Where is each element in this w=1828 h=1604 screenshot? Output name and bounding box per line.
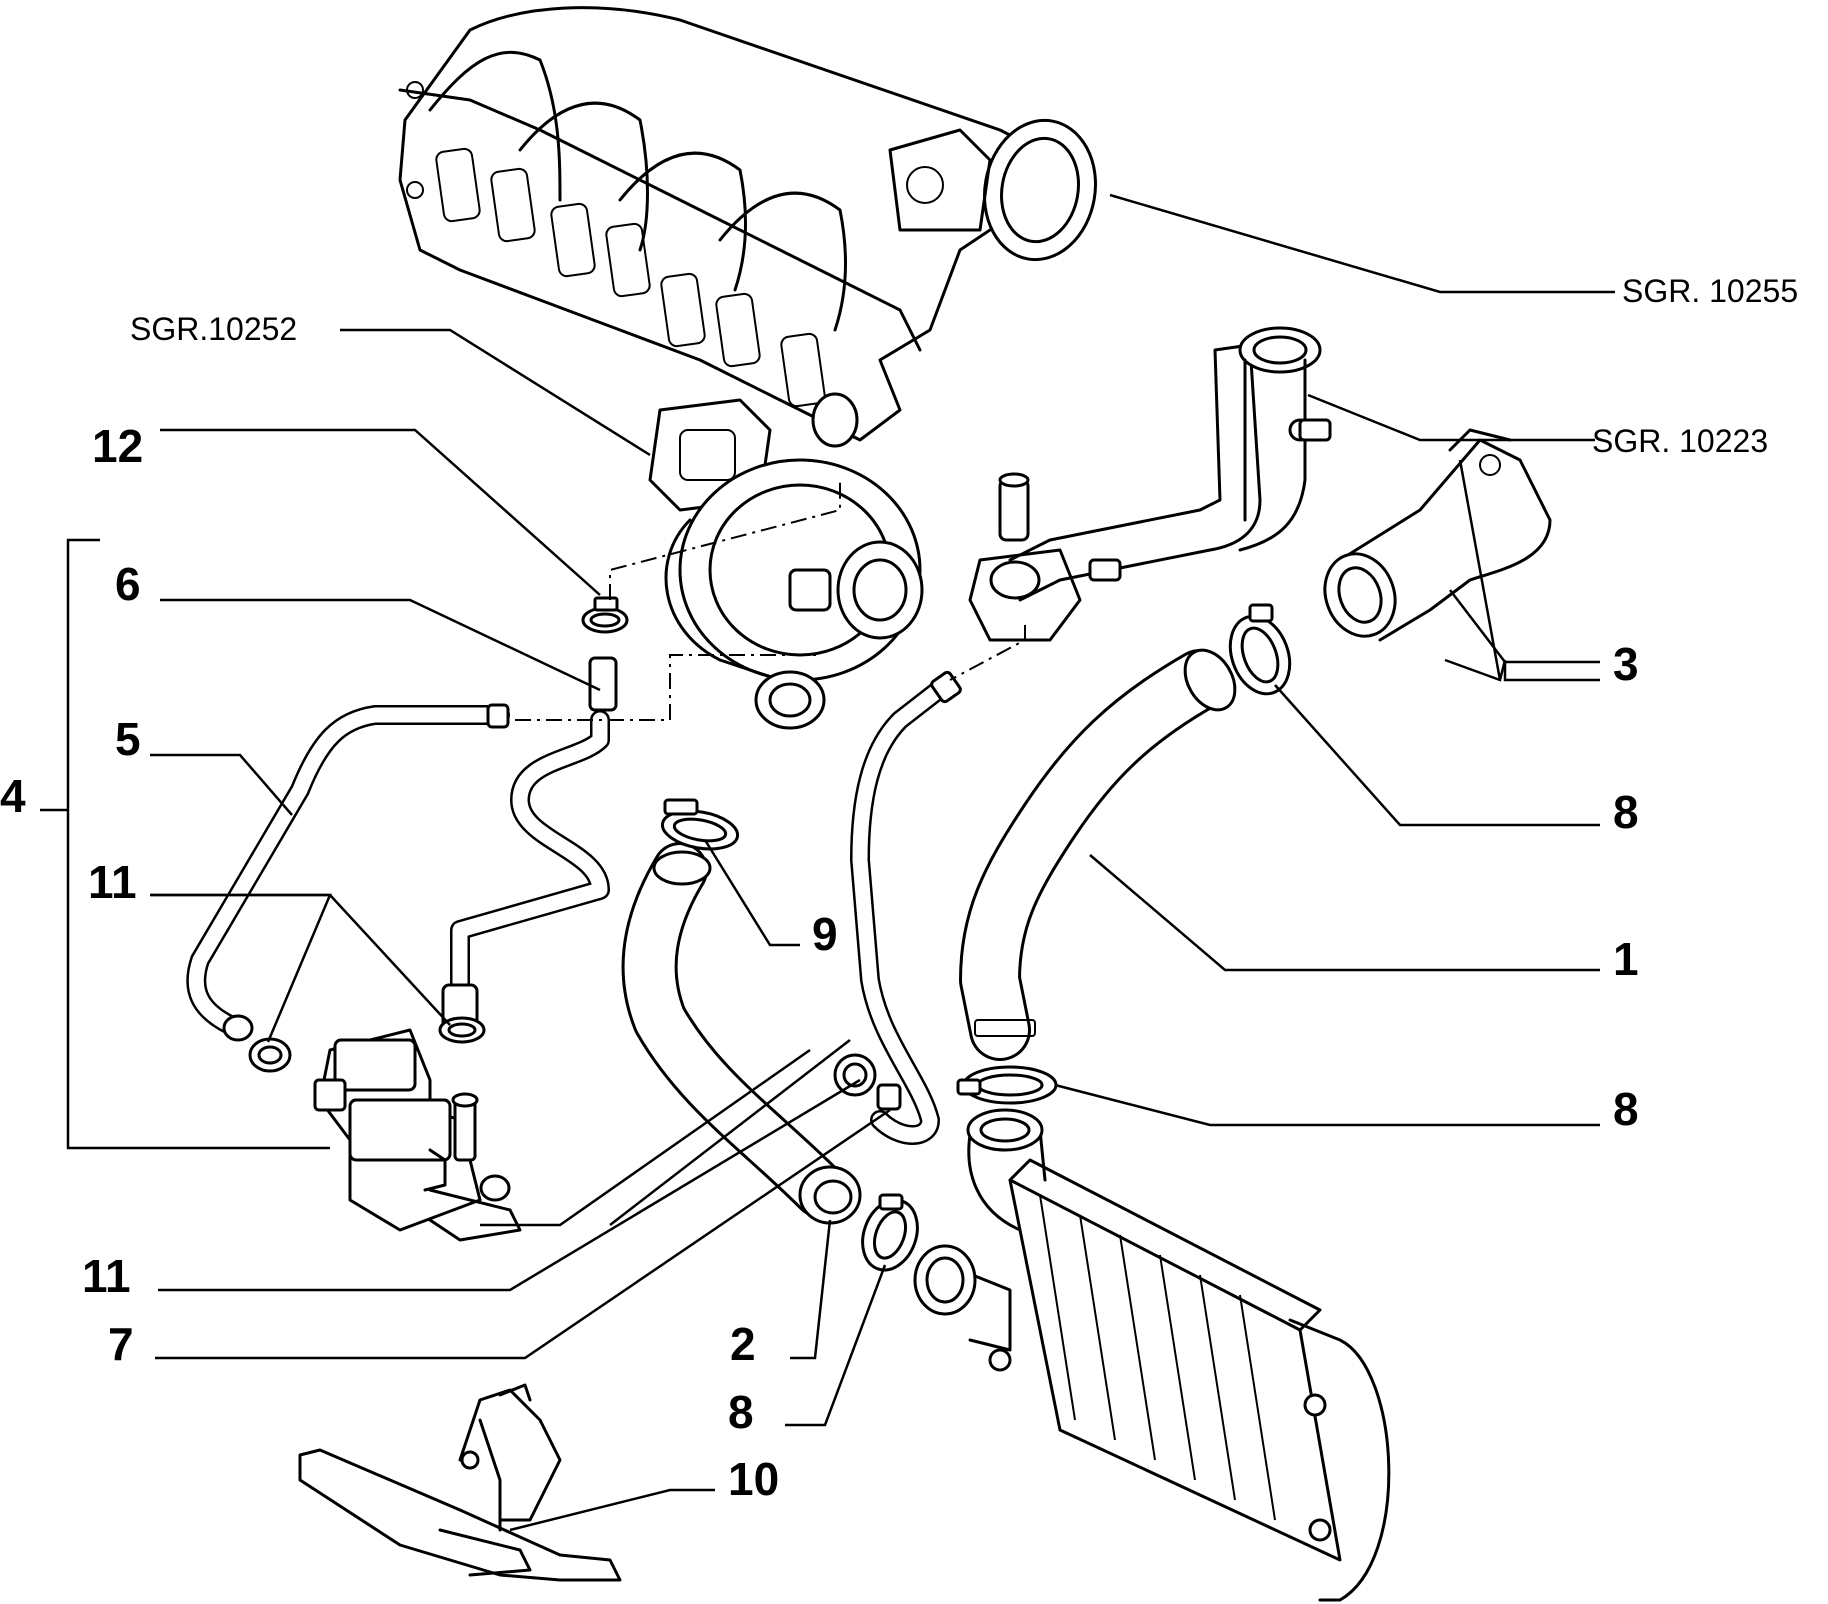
- clamp-12: [581, 596, 629, 634]
- callout-8-top: 8: [1613, 786, 1639, 838]
- hose-1: [959, 648, 1237, 1061]
- clamp-8-top: [1228, 603, 1292, 696]
- bracket: [298, 1383, 622, 1582]
- clamp-8-bottom: [861, 1193, 919, 1272]
- intercooler: [913, 1108, 1391, 1602]
- intake-manifold: [398, 6, 1098, 442]
- turbo-outlet-pipe: [968, 326, 1332, 642]
- connection-lines: [515, 480, 1026, 721]
- callout-1: 1: [1613, 933, 1639, 985]
- callout-9: 9: [812, 908, 838, 960]
- clamp-8-middle: [956, 1065, 1058, 1105]
- callout-11-upper: 11: [88, 856, 137, 908]
- tube-5: [186, 703, 510, 1042]
- callout-10: 10: [728, 1453, 779, 1505]
- callout-8-bottom: 8: [728, 1386, 754, 1438]
- callout-8-middle: 8: [1613, 1083, 1639, 1135]
- callout-3: 3: [1613, 638, 1639, 690]
- callout-11-lower: 11: [82, 1250, 131, 1302]
- ref-label-sgr-10223: SGR. 10223: [1592, 423, 1768, 459]
- turbocharger: [648, 392, 924, 730]
- hose-2: [621, 842, 862, 1225]
- callout-12: 12: [92, 420, 143, 472]
- callout-5: 5: [115, 713, 141, 765]
- hose-3-elbow: [1323, 428, 1552, 642]
- clamp-11-left: [248, 1037, 292, 1073]
- callout-6: 6: [115, 558, 141, 610]
- callout-7: 7: [108, 1318, 134, 1370]
- callout-2: 2: [730, 1318, 756, 1370]
- clamp-9: [660, 798, 740, 851]
- clamp-11-middle: [438, 1016, 486, 1044]
- callout-4: 4: [0, 770, 26, 822]
- leader-lines: [40, 193, 1615, 1532]
- ref-label-sgr-10252: SGR.10252: [130, 311, 297, 347]
- ref-label-sgr-10255: SGR. 10255: [1622, 273, 1798, 309]
- tube-7: [850, 670, 962, 1145]
- solenoid-valve: [313, 1028, 522, 1242]
- clamp-11-lower: [833, 1053, 877, 1097]
